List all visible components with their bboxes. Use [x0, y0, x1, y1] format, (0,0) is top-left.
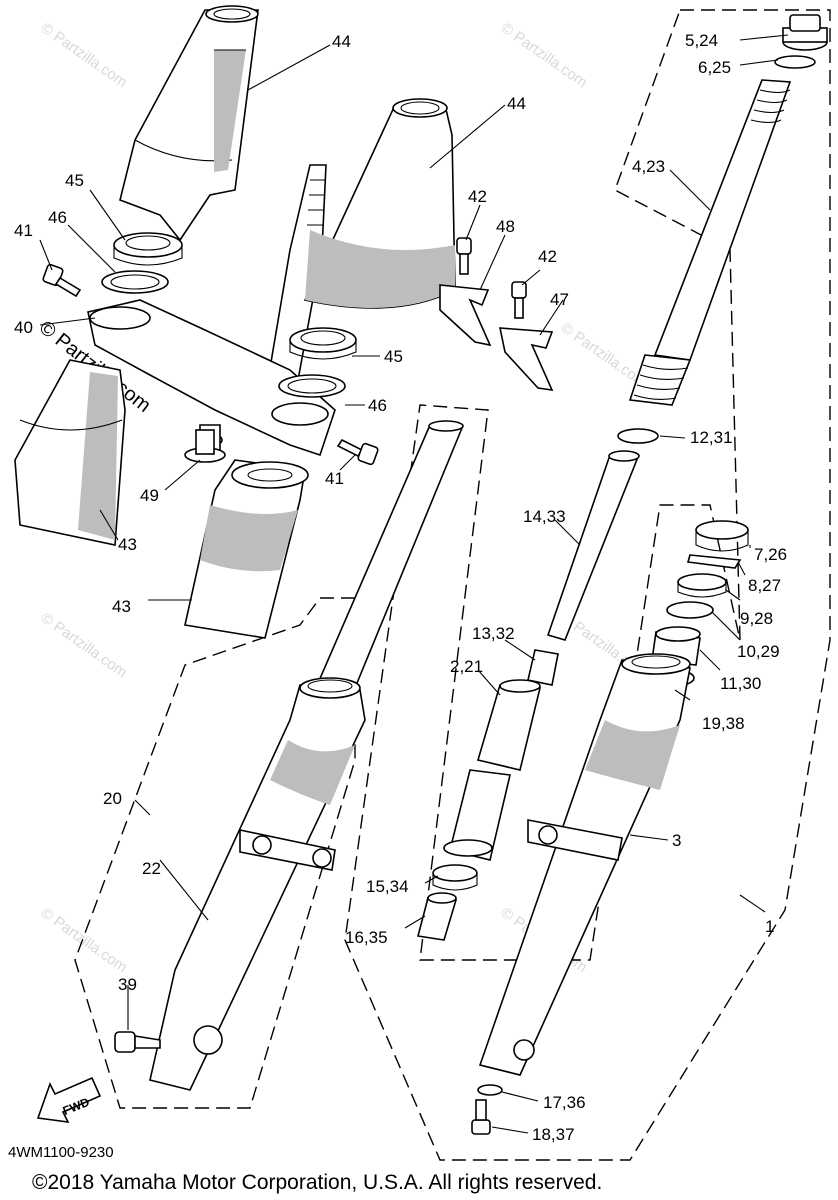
- callout-45: 45: [384, 347, 403, 366]
- callout-41: 41: [325, 469, 344, 488]
- diagram-code: 4WM1100-9230: [8, 1144, 114, 1161]
- callout-44: 44: [332, 32, 351, 51]
- ring-46-left: [101, 270, 169, 294]
- callout-18-37: 18,37: [532, 1125, 575, 1144]
- washer-12-31: [617, 428, 659, 444]
- bolt-39: [114, 1031, 161, 1053]
- callout-15-34: 15,34: [366, 877, 409, 896]
- oil-seal-45-left: [113, 232, 183, 266]
- outer-tube-3: [478, 653, 691, 1076]
- piston-2-21: [476, 679, 542, 771]
- callout-1: 1: [765, 917, 774, 936]
- outer-tube-22: [149, 677, 366, 1091]
- assembly-20-outline: [74, 597, 356, 1109]
- callout-39: 39: [118, 975, 137, 994]
- assembly-outlines: [74, 9, 831, 1161]
- copyright: ©2018 Yamaha Motor Corporation, U.S.A. A…: [32, 1171, 602, 1194]
- callout-10-29: 10,29: [737, 642, 780, 661]
- assembly-1-outline: [344, 9, 831, 1161]
- lower-cover-43-left: [14, 359, 126, 546]
- callout-9-28: 9,28: [740, 609, 773, 628]
- callout-48: 48: [496, 217, 515, 236]
- callout-40: 40: [14, 318, 33, 337]
- callout-4-23: 4,23: [632, 157, 665, 176]
- watermark: © Partzilla.com: [38, 609, 131, 681]
- spring-13-32: [527, 649, 559, 686]
- ring-46-right: [278, 374, 346, 398]
- watermark: © Partzilla.com: [38, 19, 131, 91]
- bolt-18-37: [471, 1099, 491, 1135]
- callout-5-24: 5,24: [685, 31, 718, 50]
- callout-13-32: 13,32: [472, 624, 515, 643]
- o-ring-6-25: [774, 55, 816, 69]
- callout-12-31: 12,31: [690, 428, 733, 447]
- callout-11-30: 11,30: [720, 674, 761, 693]
- callout-41: 41: [14, 221, 33, 240]
- callout-44: 44: [507, 94, 526, 113]
- callout-43: 43: [112, 597, 131, 616]
- watermark: © Partzilla.com: [38, 904, 131, 976]
- fwd-arrow-icon: FWD: [36, 1076, 102, 1123]
- bolt-42-left: [456, 237, 472, 275]
- bolt-41-right: [336, 438, 379, 466]
- slider-bush: [443, 769, 511, 861]
- collar-49: [184, 429, 226, 463]
- fork-spring-4-23: [628, 79, 792, 406]
- callout-45: 45: [65, 171, 84, 190]
- callout-3: 3: [672, 831, 681, 850]
- seal-7-26: [695, 520, 749, 552]
- bolt-42-right: [511, 281, 527, 319]
- callout-14-33: 14,33: [523, 507, 566, 526]
- bolt-41-left: [42, 263, 82, 298]
- leader-lines: [39, 34, 789, 1134]
- watermark: © Partzilla.com: [498, 19, 591, 91]
- cap-bolt-5-24: [782, 14, 828, 51]
- callout-17-36: 17,36: [543, 1093, 586, 1112]
- washer-10-29: [666, 601, 714, 619]
- callout-47: 47: [550, 290, 569, 309]
- callout-20: 20: [103, 789, 122, 808]
- callout-7-26: 7,26: [754, 545, 787, 564]
- damper-rod-14-33: [546, 450, 640, 641]
- bracket-48: [439, 284, 492, 347]
- washer-17-36: [477, 1084, 503, 1096]
- callout-22: 22: [142, 859, 161, 878]
- lower-cover-43-right: [184, 459, 309, 639]
- callout-19-38: 19,38: [702, 714, 745, 733]
- callout-8-27: 8,27: [748, 576, 781, 595]
- callout-2-21: 2,21: [450, 657, 483, 676]
- fork-cover-44-left: [119, 5, 259, 242]
- seal-9-28: [677, 573, 727, 598]
- inner-tube-20: [313, 420, 464, 701]
- callout-49: 49: [140, 486, 159, 505]
- callout-43: 43: [118, 535, 137, 554]
- callout-46: 46: [368, 396, 387, 415]
- callout-labels: 44 44 45 46 41 40 42 48 42 47 45 46 41 4…: [14, 31, 787, 1144]
- callout-46: 46: [48, 208, 67, 227]
- oil-lock-16-35: [417, 892, 458, 941]
- oil-seal-45-right: [289, 327, 357, 360]
- callout-16-35: 16,35: [345, 928, 388, 947]
- lock-15-34: [432, 864, 478, 891]
- callout-42: 42: [538, 247, 557, 266]
- callout-42: 42: [468, 187, 487, 206]
- fork-cover-44-right: [303, 98, 456, 309]
- callout-6-25: 6,25: [698, 58, 731, 77]
- bracket-47: [498, 327, 554, 391]
- clip-8-27: [686, 554, 742, 569]
